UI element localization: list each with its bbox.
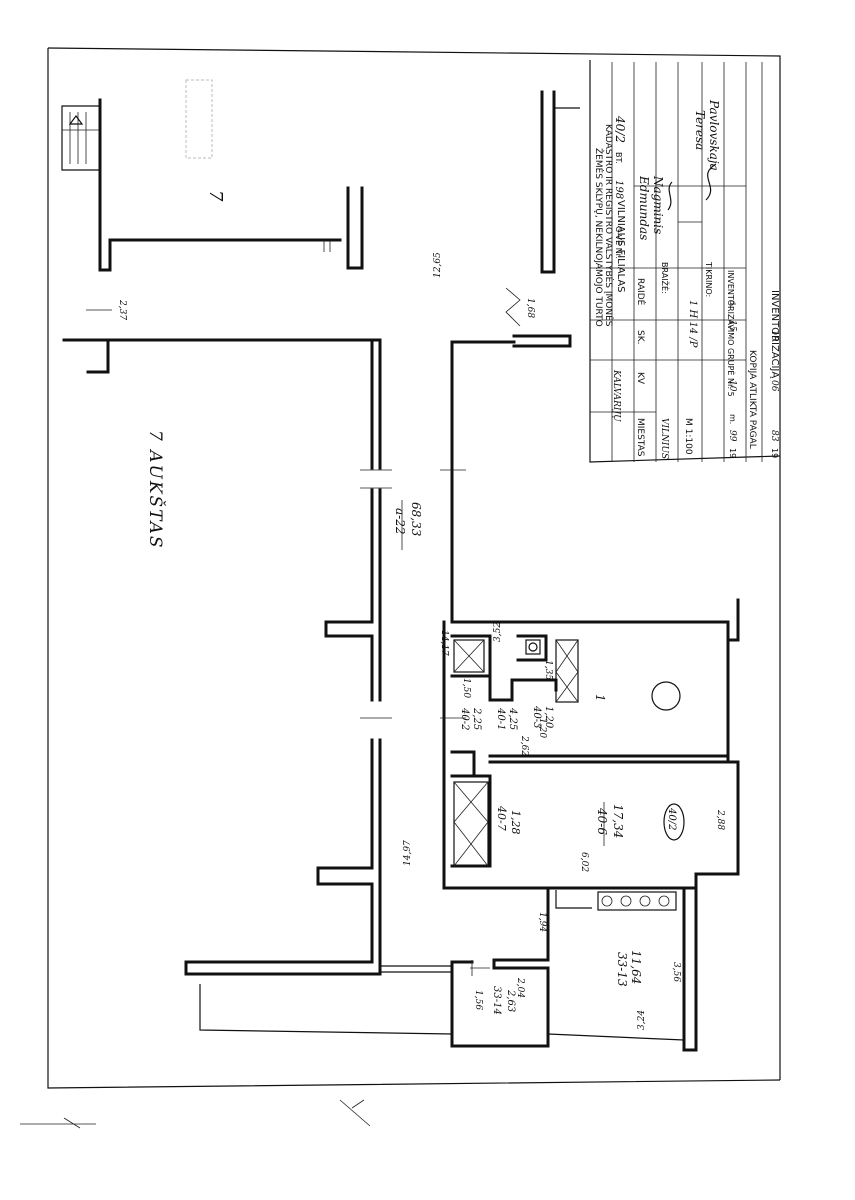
dim-2-37: 2,37 [117, 299, 127, 320]
room-40-6-code: 40-6 [595, 807, 609, 835]
room-40-7-code: 40-7 [495, 805, 508, 831]
stair-floor-number: 7 [205, 190, 226, 202]
stamp-braize-label: BRAIŽĖ: [660, 262, 671, 294]
stair-symbol [61, 105, 101, 171]
dim-1-68: 1,68 [525, 298, 535, 318]
walls [62, 90, 740, 1052]
stamp-date-month: 10 [727, 380, 737, 392]
stamp-miestas-label: MIESTAS [635, 418, 645, 457]
room-33-13-area: 11,64 [629, 950, 643, 984]
stamp-header-line1: ŽEMĖS SKLYPŲ, NEKILNOJAMOJO TURTO [593, 148, 605, 327]
room-40-1-area: 4,25 [507, 707, 518, 730]
room-33-14-area: 2,63 [505, 989, 516, 1012]
dim-1-20: 1,20 [537, 718, 547, 738]
room-33-14-code: 33-14 [491, 986, 502, 1015]
stamp-house-label: G-VĖ Nr. [614, 226, 624, 259]
room-40-2-code: 40-2 [459, 707, 470, 730]
svg-text:40/2: 40/2 [666, 807, 677, 830]
stamp-inventory-label: INVENTORIZAVIMO GRUPĖ Nr. 5 [726, 270, 736, 397]
stamp-year2-prefix: 19 [770, 448, 779, 458]
dim-14-97: 14,97 [403, 840, 413, 866]
dim-6-02: 6,02 [579, 852, 589, 872]
stamp-date-prefix: 19 [728, 448, 737, 458]
stamp-scale: M 1:100 [683, 418, 693, 455]
dim-12-65: 12,65 [433, 252, 443, 278]
stamp-apt-value: 40/2 [613, 115, 627, 143]
scan-marks [20, 1099, 371, 1129]
drawing-frame [47, 47, 781, 1089]
room-40-2-area: 2,25 [471, 707, 482, 730]
tikrino-signature [705, 163, 717, 201]
stamp-inventorizacija: INVENTORIZACIJĄ [769, 290, 780, 379]
room-40-3-code: 40-3 [531, 705, 542, 728]
stamp-day2: 10 [769, 330, 779, 342]
stamp-date-d: d. [728, 300, 737, 308]
faded-stamp [185, 79, 213, 159]
stamp-address-value: KALVARIJŲ [611, 369, 621, 422]
dim-1-94: 1,94 [537, 912, 547, 932]
dim-2-88: 2,88 [715, 809, 725, 830]
room-40-6-area: 17,34 [611, 804, 625, 838]
dim-3-52: 3,52 [493, 622, 503, 642]
stamp-year2-value: 83 [769, 430, 779, 442]
stamp-header-line2: KADASTRO IR REGISTRO VALSTYBĖS ĮMONĖS [603, 124, 614, 327]
stamp-date-year: 99 [727, 430, 737, 442]
dim-1-35: 1,35 [543, 660, 553, 680]
stamp-date-m: m. [728, 414, 737, 424]
stamp-tikrino-name2: Pavlovskaja [707, 99, 721, 171]
stamp-raide-label: RAIDĖ [635, 278, 646, 306]
stamp-apt-label: BT. [614, 152, 623, 164]
room-33-13-code: 33-13 [615, 952, 629, 987]
room-1-label: 1 [593, 694, 607, 702]
room-40-1-code: 40-1 [495, 707, 506, 730]
stamp-month2: 06 [769, 380, 779, 392]
room-a22-code: a-22 [393, 508, 407, 534]
room-40-3-area: 1,20 [543, 706, 554, 729]
dim-1-50: 1,50 [461, 678, 471, 698]
dim-14-17: 14,17 [439, 630, 449, 656]
stamp-copy-label: KOPIJA ATLIKTA PAGAL [747, 350, 757, 449]
stamp-date-day: 15 [727, 320, 737, 332]
room-40-7-area: 1,28 [509, 810, 522, 835]
stamp-tikrino-label: TIKRINO: [704, 261, 713, 297]
dim-1-56: 1,56 [473, 990, 483, 1010]
room-a22-area: 68,33 [409, 502, 423, 537]
fixtures [453, 639, 681, 911]
stamp-kv-label: KV [635, 372, 645, 385]
dim-2-04: 2,04 [515, 977, 525, 998]
stamp-header-line3: VILNIAUS FILIALAS [615, 200, 626, 293]
stamp-sk-label: SK. [635, 330, 645, 344]
apartment-number-badge: 40/2 [663, 803, 685, 841]
stamp-house-value: 198 [613, 180, 624, 199]
dim-3-56: 3,56 [671, 962, 681, 982]
stamp-tikrino-name1: Teresa [693, 110, 707, 150]
dim-2-62: 2,62 [519, 735, 529, 756]
stamp-raide-value: 1 H 14 /P [687, 300, 698, 348]
dim-3-24: 3,24 [637, 1010, 647, 1030]
floor-label: 7 AUKŠTAS [145, 430, 166, 550]
stamp-braize-name2: Nagminis [651, 175, 665, 234]
stove-symbol [597, 891, 677, 911]
dimension-lines [86, 240, 521, 976]
stamp-braize-name1: Edmundas [637, 175, 651, 240]
braize-signature [667, 181, 673, 211]
title-stamp: ŽEMĖS SKLYPŲ, NEKILNOJAMOJO TURTO KADAST… [589, 60, 781, 463]
stamp-miestas-value: VILNIUS [659, 418, 669, 459]
